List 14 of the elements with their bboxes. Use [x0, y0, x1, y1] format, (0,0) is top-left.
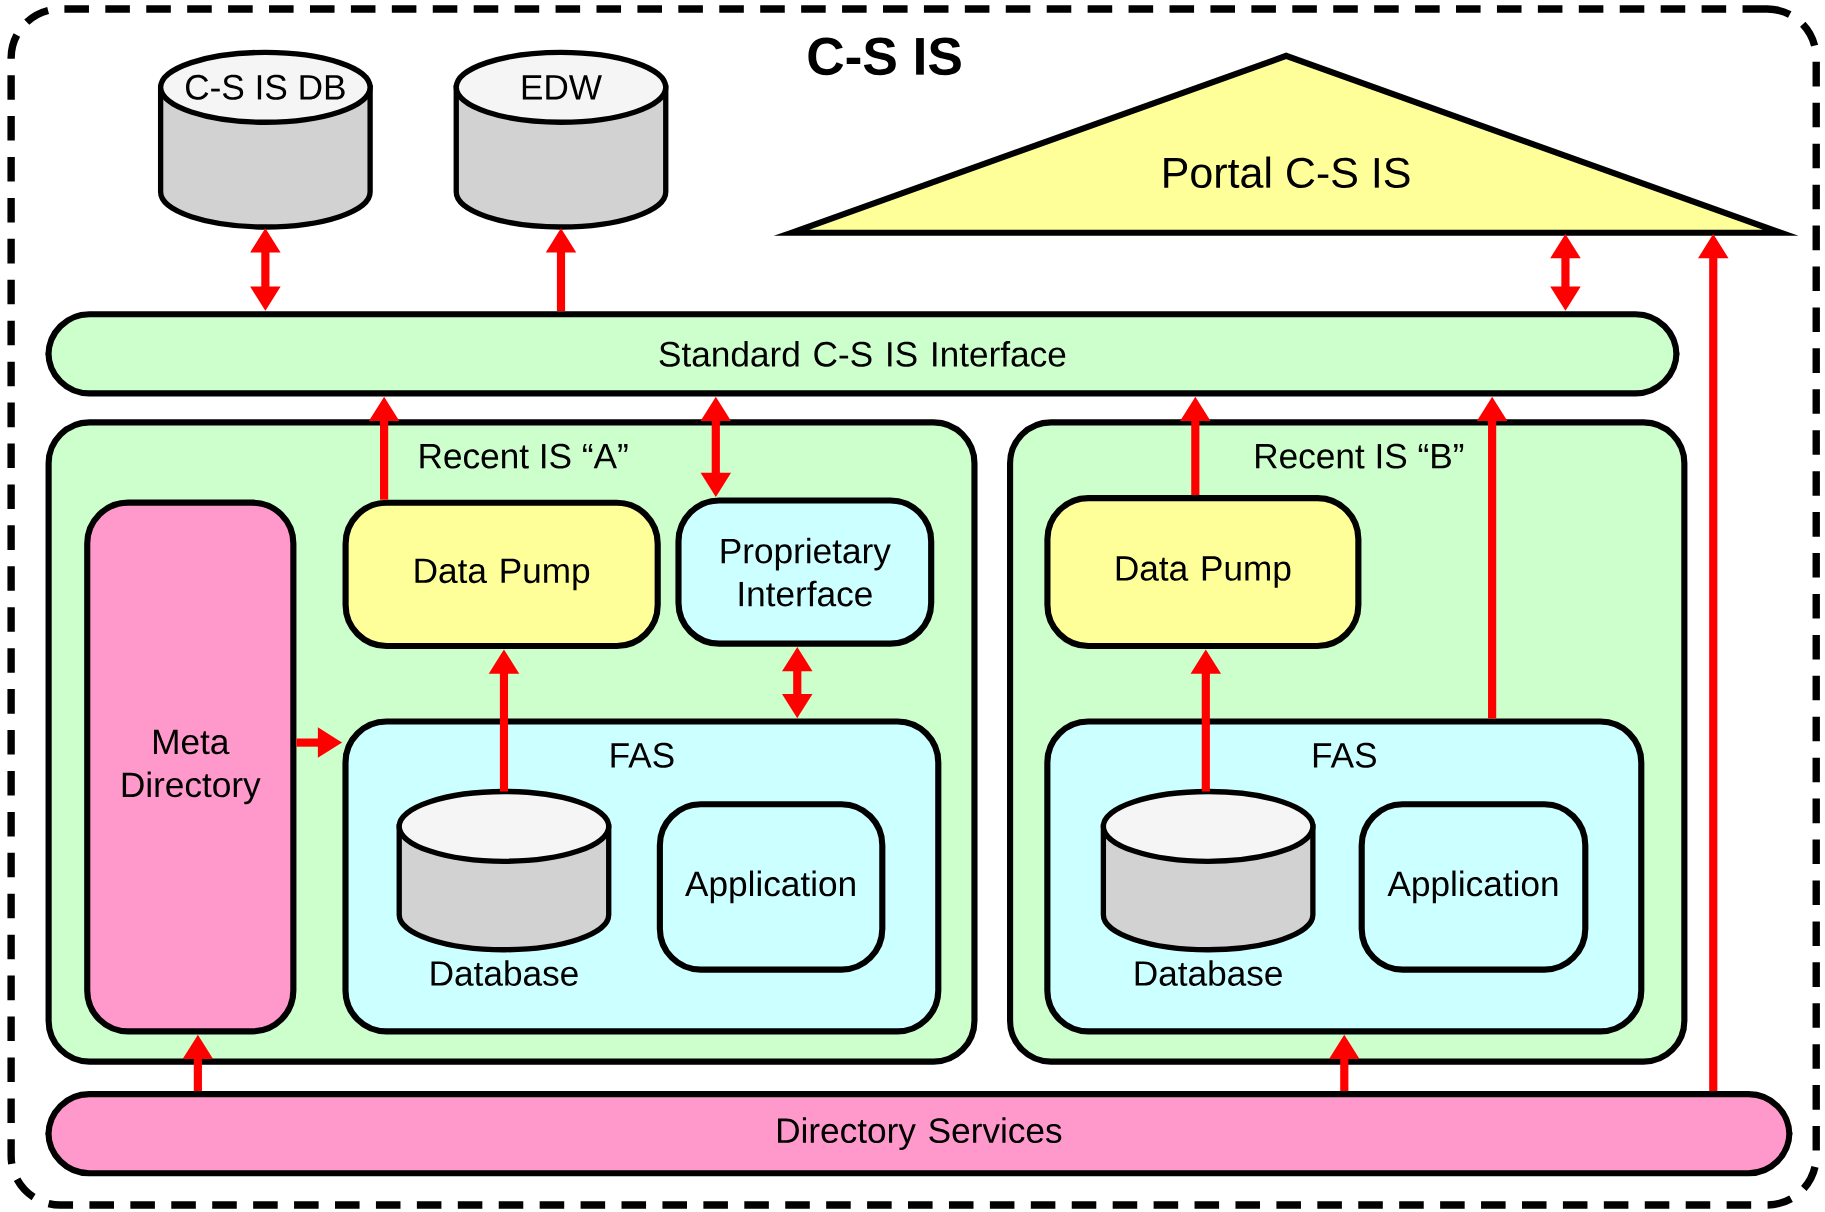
component-box: Meta Directory	[84, 499, 297, 1035]
component-box: Proprietary Interface	[675, 497, 935, 647]
database-cylinder: EDW	[453, 49, 669, 230]
database-cylinder: Database	[1100, 789, 1316, 987]
database-cylinder: C-S IS DB	[157, 49, 373, 230]
database-cylinder: Database	[396, 789, 612, 987]
component-box: Application	[656, 801, 886, 973]
node-label: Database	[1135, 960, 1282, 987]
component-box: Application	[1358, 801, 1589, 973]
component-box: Data Pump	[342, 499, 661, 650]
component-box: Data Pump	[1044, 495, 1362, 650]
interface-bar: Directory Services	[45, 1091, 1793, 1177]
interface-bar: Standard C-S IS Interface	[45, 311, 1680, 397]
node-label: Database	[431, 960, 578, 987]
